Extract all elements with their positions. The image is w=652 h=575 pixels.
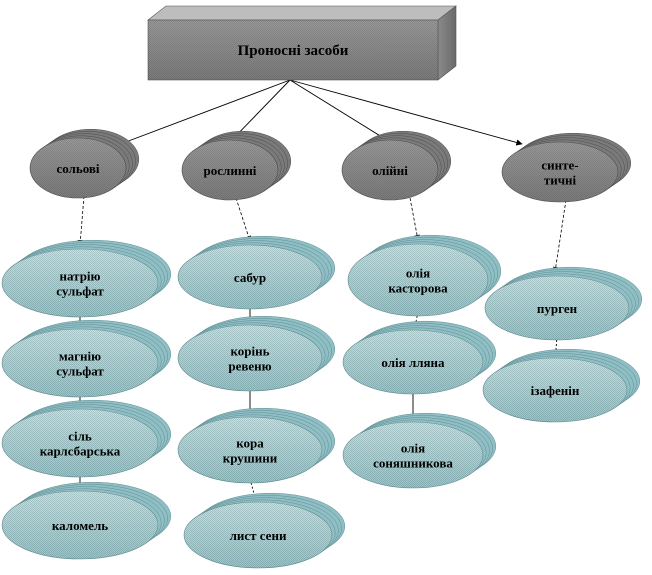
root-to-category-arrow	[289, 79, 523, 146]
item-node-label: крушини	[223, 451, 278, 466]
root-to-category-arrow	[109, 79, 291, 149]
root-to-category-arrow	[289, 79, 391, 143]
item-node-label: касторова	[388, 281, 448, 296]
item-node-label: магнію	[59, 349, 101, 364]
item-node-label: пурген	[537, 301, 578, 316]
item-node-label: каломель	[52, 518, 108, 533]
category-node-label: сольові	[56, 161, 99, 176]
category-to-item-arrow	[77, 195, 85, 246]
item-node-label: олія лляна	[381, 355, 445, 370]
category-node-label: тичні	[544, 173, 577, 188]
category-node: синте-тичні	[501, 132, 632, 203]
item-node-label: лист сени	[230, 528, 287, 543]
item-node: ізафенін	[482, 348, 641, 423]
item-nodes: натріюсульфатмагніюсульфатсількарлсбарсь…	[1, 234, 643, 569]
category-node: сольові	[29, 128, 140, 199]
item-node-label: сабур	[234, 270, 266, 285]
item-node: лист сени	[183, 492, 346, 569]
item-node: олія лляна	[342, 320, 497, 395]
category-node-label: рослинні	[204, 163, 257, 178]
category-node-label: олійні	[372, 163, 408, 178]
category-to-item-arrow	[235, 197, 252, 242]
category-nodes: сольові рослинні олійні синте-тичні	[29, 128, 632, 203]
item-node-label: корінь	[230, 344, 269, 359]
item-node-label: кора	[236, 436, 264, 451]
root-node: Проносні засоби	[147, 5, 457, 81]
item-node-label: натрію	[60, 269, 101, 284]
category-node-label: синте-	[541, 158, 578, 173]
item-node: сабур	[177, 235, 336, 310]
item-node-label: карлсбарська	[40, 444, 121, 459]
category-to-item-arrow	[552, 199, 567, 273]
item-node-label: ревеню	[228, 359, 271, 374]
item-node: пурген	[484, 266, 643, 341]
item-node-label: сульфат	[56, 364, 104, 379]
item-node: каломель	[1, 481, 172, 560]
root-title: Проносні засоби	[238, 43, 349, 59]
item-node-label: олія	[401, 441, 425, 456]
item-connector-line	[554, 335, 558, 365]
category-to-item-arrow	[409, 197, 420, 241]
item-node-label: ізафенін	[531, 383, 580, 398]
item-node-label: олія	[406, 266, 430, 281]
item-node-label: сіль	[68, 429, 92, 444]
item-node-label: сульфат	[56, 284, 104, 299]
item-node-label: соняшникова	[373, 456, 453, 471]
category-node: олійні	[341, 130, 452, 201]
category-node: рослинні	[181, 130, 292, 201]
